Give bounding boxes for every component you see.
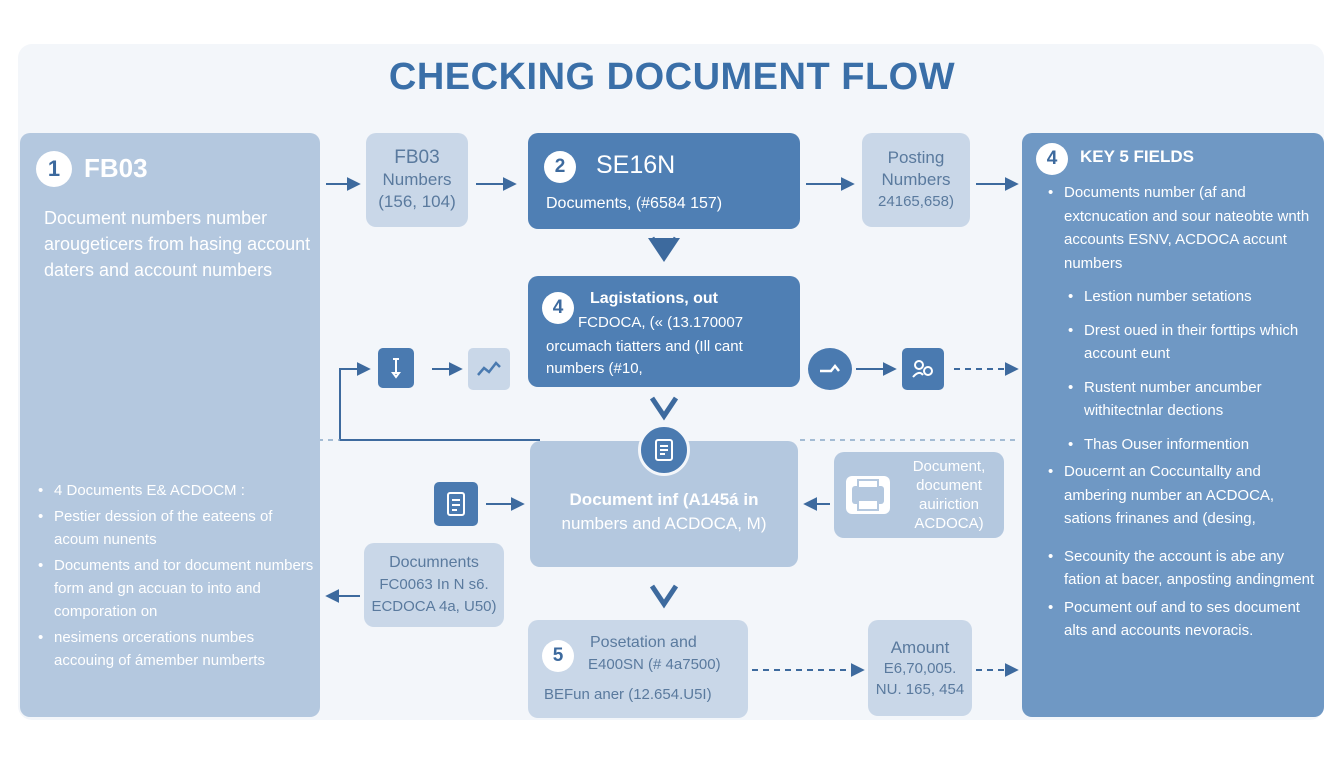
document-acdoca-line4: ACDOCA) [914,515,984,532]
se16n-heading: SE16N [596,151,676,179]
document-acdoca-line3: auiriction [918,496,980,513]
step-badge: 1 [36,151,72,187]
list-item: 4 Documents E& ACDOCM : [38,479,314,502]
posetation-line1: Posetation and [590,634,697,651]
document-info-line1: Document inf (A145á in [569,490,759,509]
step-badge: 5 [542,640,574,672]
amount-reference: NU. 165, 454 [875,680,965,698]
posting-title: Posting [887,148,945,167]
documents-line3: ECDOCA 4a, U50) [371,598,497,615]
amount-title: Amount [890,637,950,657]
fb03-numbers-value: (156, 104) [378,192,456,211]
document-acdoca-line1: Document, [912,458,986,475]
posetation-line2: E400SN (# 4a7500) [588,656,721,673]
fb03-numbers-title: FB03 [394,147,440,168]
document-acdoca-line2: document [916,477,982,494]
list-item: Pestier dession of the eateens of acoum … [38,505,314,551]
list-item: Documents and tor document numbers form … [38,554,314,623]
key-fields-heading: KEY 5 FIELDS [1080,147,1194,166]
pencil-icon [378,348,414,388]
list-item: Drest oued in their forttips which accou… [1068,319,1318,366]
form-icon [434,482,478,526]
se16n-documents: Documents, (#6584 157) [546,195,723,212]
legislations-box: 4 Lagistations, out FCDOCA, (« (13.17000… [528,276,800,387]
posetation-line3: BEFun aner (12.654.U5I) [544,686,712,703]
posetation-box: 5 Posetation and E400SN (# 4a7500) BEFun… [528,620,748,718]
documents-title: Documnents [389,554,479,571]
amount-value: E6,70,005. [883,659,957,677]
posting-label: Numbers [881,170,951,189]
fb03-heading: FB03 [84,153,148,183]
document-icon [638,424,690,476]
amount-box: Amount E6,70,005. NU. 165, 454 [868,620,972,716]
documents-box: Documnents FC0063 In N s6. ECDOCA 4a, U5… [364,543,504,627]
page-title: CHECKING DOCUMENT FLOW [388,56,956,98]
list-item: Documents number (af and extcnucation an… [1048,181,1318,275]
fb03-numbers-label: Numbers [382,170,452,189]
step-badge: 4 [542,292,574,324]
se16n-box: 2 SE16N Documents, (#6584 157) [528,133,800,229]
list-item: Thas Ouser informention [1068,433,1318,457]
documents-line2: FC0063 In N s6. [379,576,489,593]
pen-tool-icon [808,348,852,390]
fb03-numbers-box: FB03 Numbers (156, 104) [366,133,468,227]
fb03-bullet-list: 4 Documents E& ACDOCM : Pestier dession … [38,479,314,672]
posting-value: 24165,658) [878,193,954,210]
legislations-line1: FCDOCA, (« (13.170007 [578,314,744,331]
legislations-line2: orcumach tiatters and (Ill cant [546,338,743,355]
users-icon [902,348,944,390]
legislations-line3: numbers (#10, [546,360,643,377]
document-acdoca-box: Document, document auiriction ACDOCA) [834,452,1004,538]
step-badge: 4 [1036,143,1068,175]
posting-numbers-box: Posting Numbers 24165,658) [862,133,970,227]
list-item: Rustent number ancumber withitectnlar de… [1068,376,1318,423]
fb03-panel: 1 FB03 Document numbers number arougetic… [20,133,320,717]
printer-icon [846,476,890,514]
fb03-description: Document numbers number arougeticers fro… [44,208,311,280]
step-badge: 2 [544,151,576,183]
key-fields-panel: 4 KEY 5 FIELDS Documents number (af and … [1022,133,1324,717]
list-item: nesimens orcerations numbes accouing of … [38,626,314,672]
list-item: Lestion number setations [1068,285,1318,309]
list-item: Doucernt an Coccuntallty and ambering nu… [1048,460,1318,531]
key-fields-list: Documents number (af and extcnucation an… [1048,181,1318,643]
document-info-line2: numbers and ACDOCA, M) [561,514,767,533]
list-item: Pocument ouf and to ses document alts an… [1048,596,1318,643]
chart-icon [468,348,510,390]
list-item: Secounity the account is abe any fation … [1048,545,1318,592]
legislations-heading: Lagistations, out [590,290,718,307]
